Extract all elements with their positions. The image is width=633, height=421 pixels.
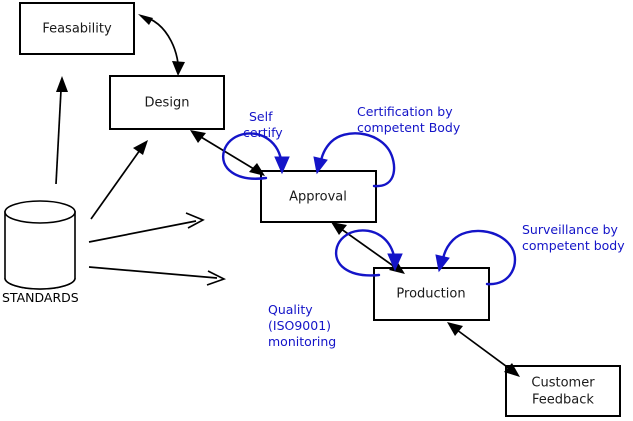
node-production[interactable]: Production [373,267,490,321]
production-label: Production [396,287,465,302]
flow-standards-production [88,266,227,286]
loop-certification-competent-body: Certification by competent Body [313,104,461,188]
arrowhead-standards-approval [185,212,205,229]
loop-certification-arrowhead [313,156,328,175]
loop-self-certify: Self certify [221,109,290,180]
cylinder-bottom-arc [4,277,76,290]
flow-feasability-design [138,14,185,76]
design-label: Design [145,96,190,111]
production-box [373,267,490,321]
approval-label: Approval [289,190,347,205]
approval-box [260,170,377,223]
arrowhead-to-feedback-from-production [504,363,520,377]
flow-production-customer-feedback-line [452,326,515,373]
flow-production-customer-feedback [447,322,520,377]
loop-quality-label-line1: Quality [268,302,313,317]
flow-standards-approval-line [88,220,197,243]
loop-certification-label-line1: Certification by [357,104,453,119]
loop-self-certify-arrowhead [274,156,290,175]
loop-quality-label-line3: monitoring [268,334,336,349]
loop-certification-curve [318,132,396,188]
flow-design-approval-line [195,133,260,173]
loop-quality-label-line2: (ISO9001) [268,318,331,333]
loop-surveillance-arrowhead [435,254,450,273]
flow-standards-design-line [90,149,141,220]
standards-store-label: STANDARDS [2,290,79,305]
node-feasability[interactable]: Feasability [19,2,135,55]
loop-self-certify-curve [221,132,284,180]
node-design[interactable]: Design [109,75,225,130]
loop-self-certify-label-line1: Self [249,109,273,124]
node-customer-feedback[interactable]: Customer Feedback [505,365,621,417]
loop-surveillance-competent-body: Surveillance by competent body [435,222,625,286]
flow-feasability-design-line [140,15,180,73]
arrowhead-standards-production [206,270,227,286]
loop-surveillance-label-line1: Surveillance by [522,222,619,237]
arrowhead-to-feasability [138,14,153,25]
node-standards-store[interactable]: STANDARDS [2,200,79,305]
loop-quality-iso9001-monitoring: Quality (ISO9001) monitoring [268,229,403,349]
customer-feedback-label-line1: Customer [531,376,595,391]
flow-standards-approval [88,212,205,243]
loop-certification-label-line2: competent Body [357,120,461,135]
flow-standards-production-line [88,266,218,279]
arrowhead-to-production-from-feedback [447,322,463,336]
flow-design-approval [190,130,265,176]
arrowhead-to-approval-from-production [331,222,347,235]
cylinder-top [4,200,76,224]
flow-approval-production-line [336,225,400,271]
loop-surveillance-label-line2: competent body [522,238,625,253]
node-approval[interactable]: Approval [260,170,377,223]
loop-surveillance-curve [440,229,517,286]
arrowhead-to-design [172,61,185,76]
arrowhead-standards-feasability [56,76,68,92]
flow-standards-feasability-line [55,89,62,185]
loop-self-certify-label-line2: certify [243,125,283,140]
flow-standards-feasability [55,76,68,185]
customer-feedback-label-line2: Feedback [532,393,594,408]
arrowhead-to-approval-from-design [249,163,265,176]
feasability-box [19,2,135,55]
arrowhead-to-production-from-approval [389,261,405,274]
loop-quality-curve [334,229,397,277]
design-box [109,75,225,130]
arrowhead-to-design-from-approval [190,130,206,143]
customer-feedback-box [505,365,621,417]
loop-quality-arrowhead [387,253,403,272]
arrowhead-standards-design [133,140,148,155]
flow-standards-design [90,140,148,220]
feasability-label: Feasability [42,22,112,37]
